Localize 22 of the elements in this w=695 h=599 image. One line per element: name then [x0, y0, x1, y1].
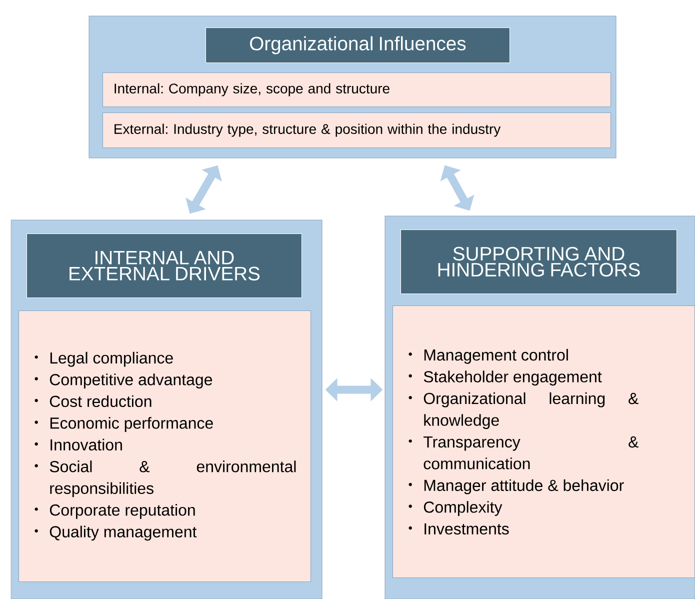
text-strip: Internal: Company size, scope and structure — [102, 72, 612, 107]
text-strip: External: Industry type, structure & position within the industry — [102, 112, 612, 148]
bullet-item: Stakeholder engagement — [424, 370, 602, 386]
bullet-item: Innovation — [50, 438, 122, 451]
bullet-list-box — [392, 305, 695, 578]
heading-box: INTERNAL AND EXTERNAL DRIVERS — [26, 233, 302, 298]
bullet-list-box — [18, 310, 312, 582]
bullet-item: Complexity — [424, 501, 502, 516]
bullet-item: Social & environmental responsibilities — [50, 460, 296, 498]
heading-box: Organizational Influences — [205, 27, 510, 63]
bullet-item: Transparency & communication — [424, 436, 638, 470]
bullet-item: Corporate reputation — [50, 504, 195, 519]
bullet-item: Organizational learning & knowledge — [424, 392, 638, 430]
bullet-item: Competitive advantage — [50, 374, 212, 388]
heading-box: SUPPORTING AND HINDERING FACTORS — [400, 229, 678, 294]
bullet-item: Manager attitude & behavior — [424, 479, 624, 494]
bullet-item: Economic performance — [50, 417, 213, 432]
bullet-item: Investments — [424, 523, 509, 535]
bullet-item: Cost reduction — [50, 395, 152, 408]
bullet-item: Legal compliance — [50, 352, 173, 367]
bullet-item: Management control — [424, 348, 568, 364]
bullet-item: Quality management — [50, 526, 197, 541]
